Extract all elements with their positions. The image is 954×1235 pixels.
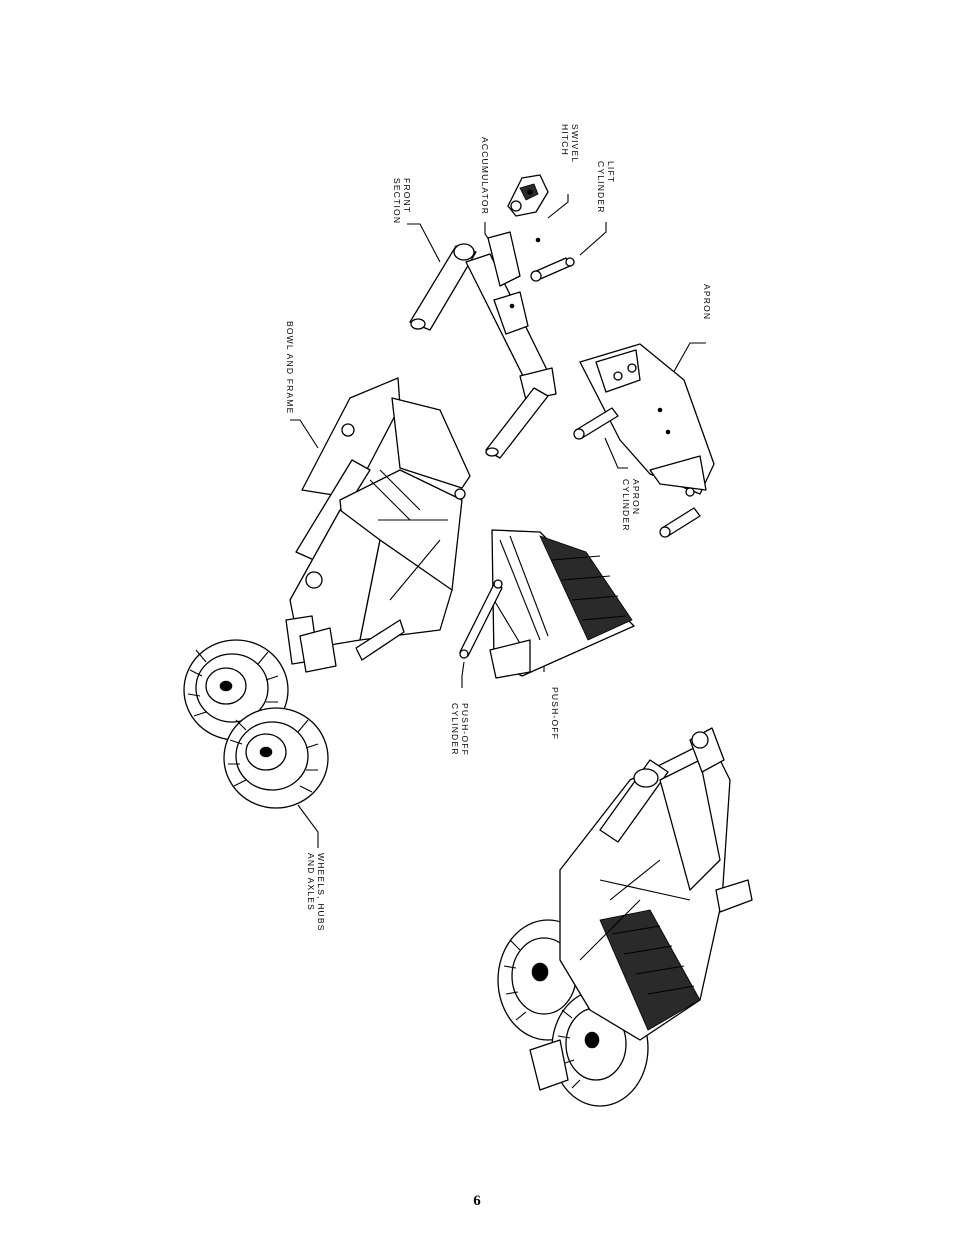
- label-push-off: PUSH-OFF: [550, 687, 560, 741]
- label-apron: APRON: [702, 284, 712, 321]
- wheels-part: [183, 639, 329, 809]
- label-wheels-hubs-axles: WHEELS, HUBS AND AXLES: [306, 853, 326, 932]
- push-off-part: [489, 529, 635, 679]
- label-lift-cylinder: LIFT CYLINDER: [596, 161, 616, 214]
- label-bowl-and-frame: BOWL AND FRAME: [285, 321, 295, 415]
- bowl-and-frame-part: [285, 377, 471, 673]
- label-accumulator: ACCUMULATOR: [480, 137, 490, 216]
- apron-cylinder-part: [573, 407, 701, 538]
- front-section-part: [409, 231, 557, 459]
- push-off-cylinder-part: [459, 579, 503, 659]
- label-push-off-cylinder: PUSH-OFF CYLINDER: [450, 703, 470, 757]
- swivel-hitch-part: [507, 174, 549, 217]
- assembled-scraper: [497, 727, 753, 1107]
- label-front-section: FRONT SECTION: [392, 178, 412, 225]
- label-apron-cylinder: APRON CYLINDER: [621, 479, 641, 532]
- leader-lines: [290, 194, 706, 848]
- apron-part: [579, 343, 715, 497]
- page-number: 6: [473, 1193, 481, 1209]
- label-swivel-hitch: SWIVEL HITCH: [560, 124, 580, 164]
- lift-cylinder-part: [530, 257, 575, 282]
